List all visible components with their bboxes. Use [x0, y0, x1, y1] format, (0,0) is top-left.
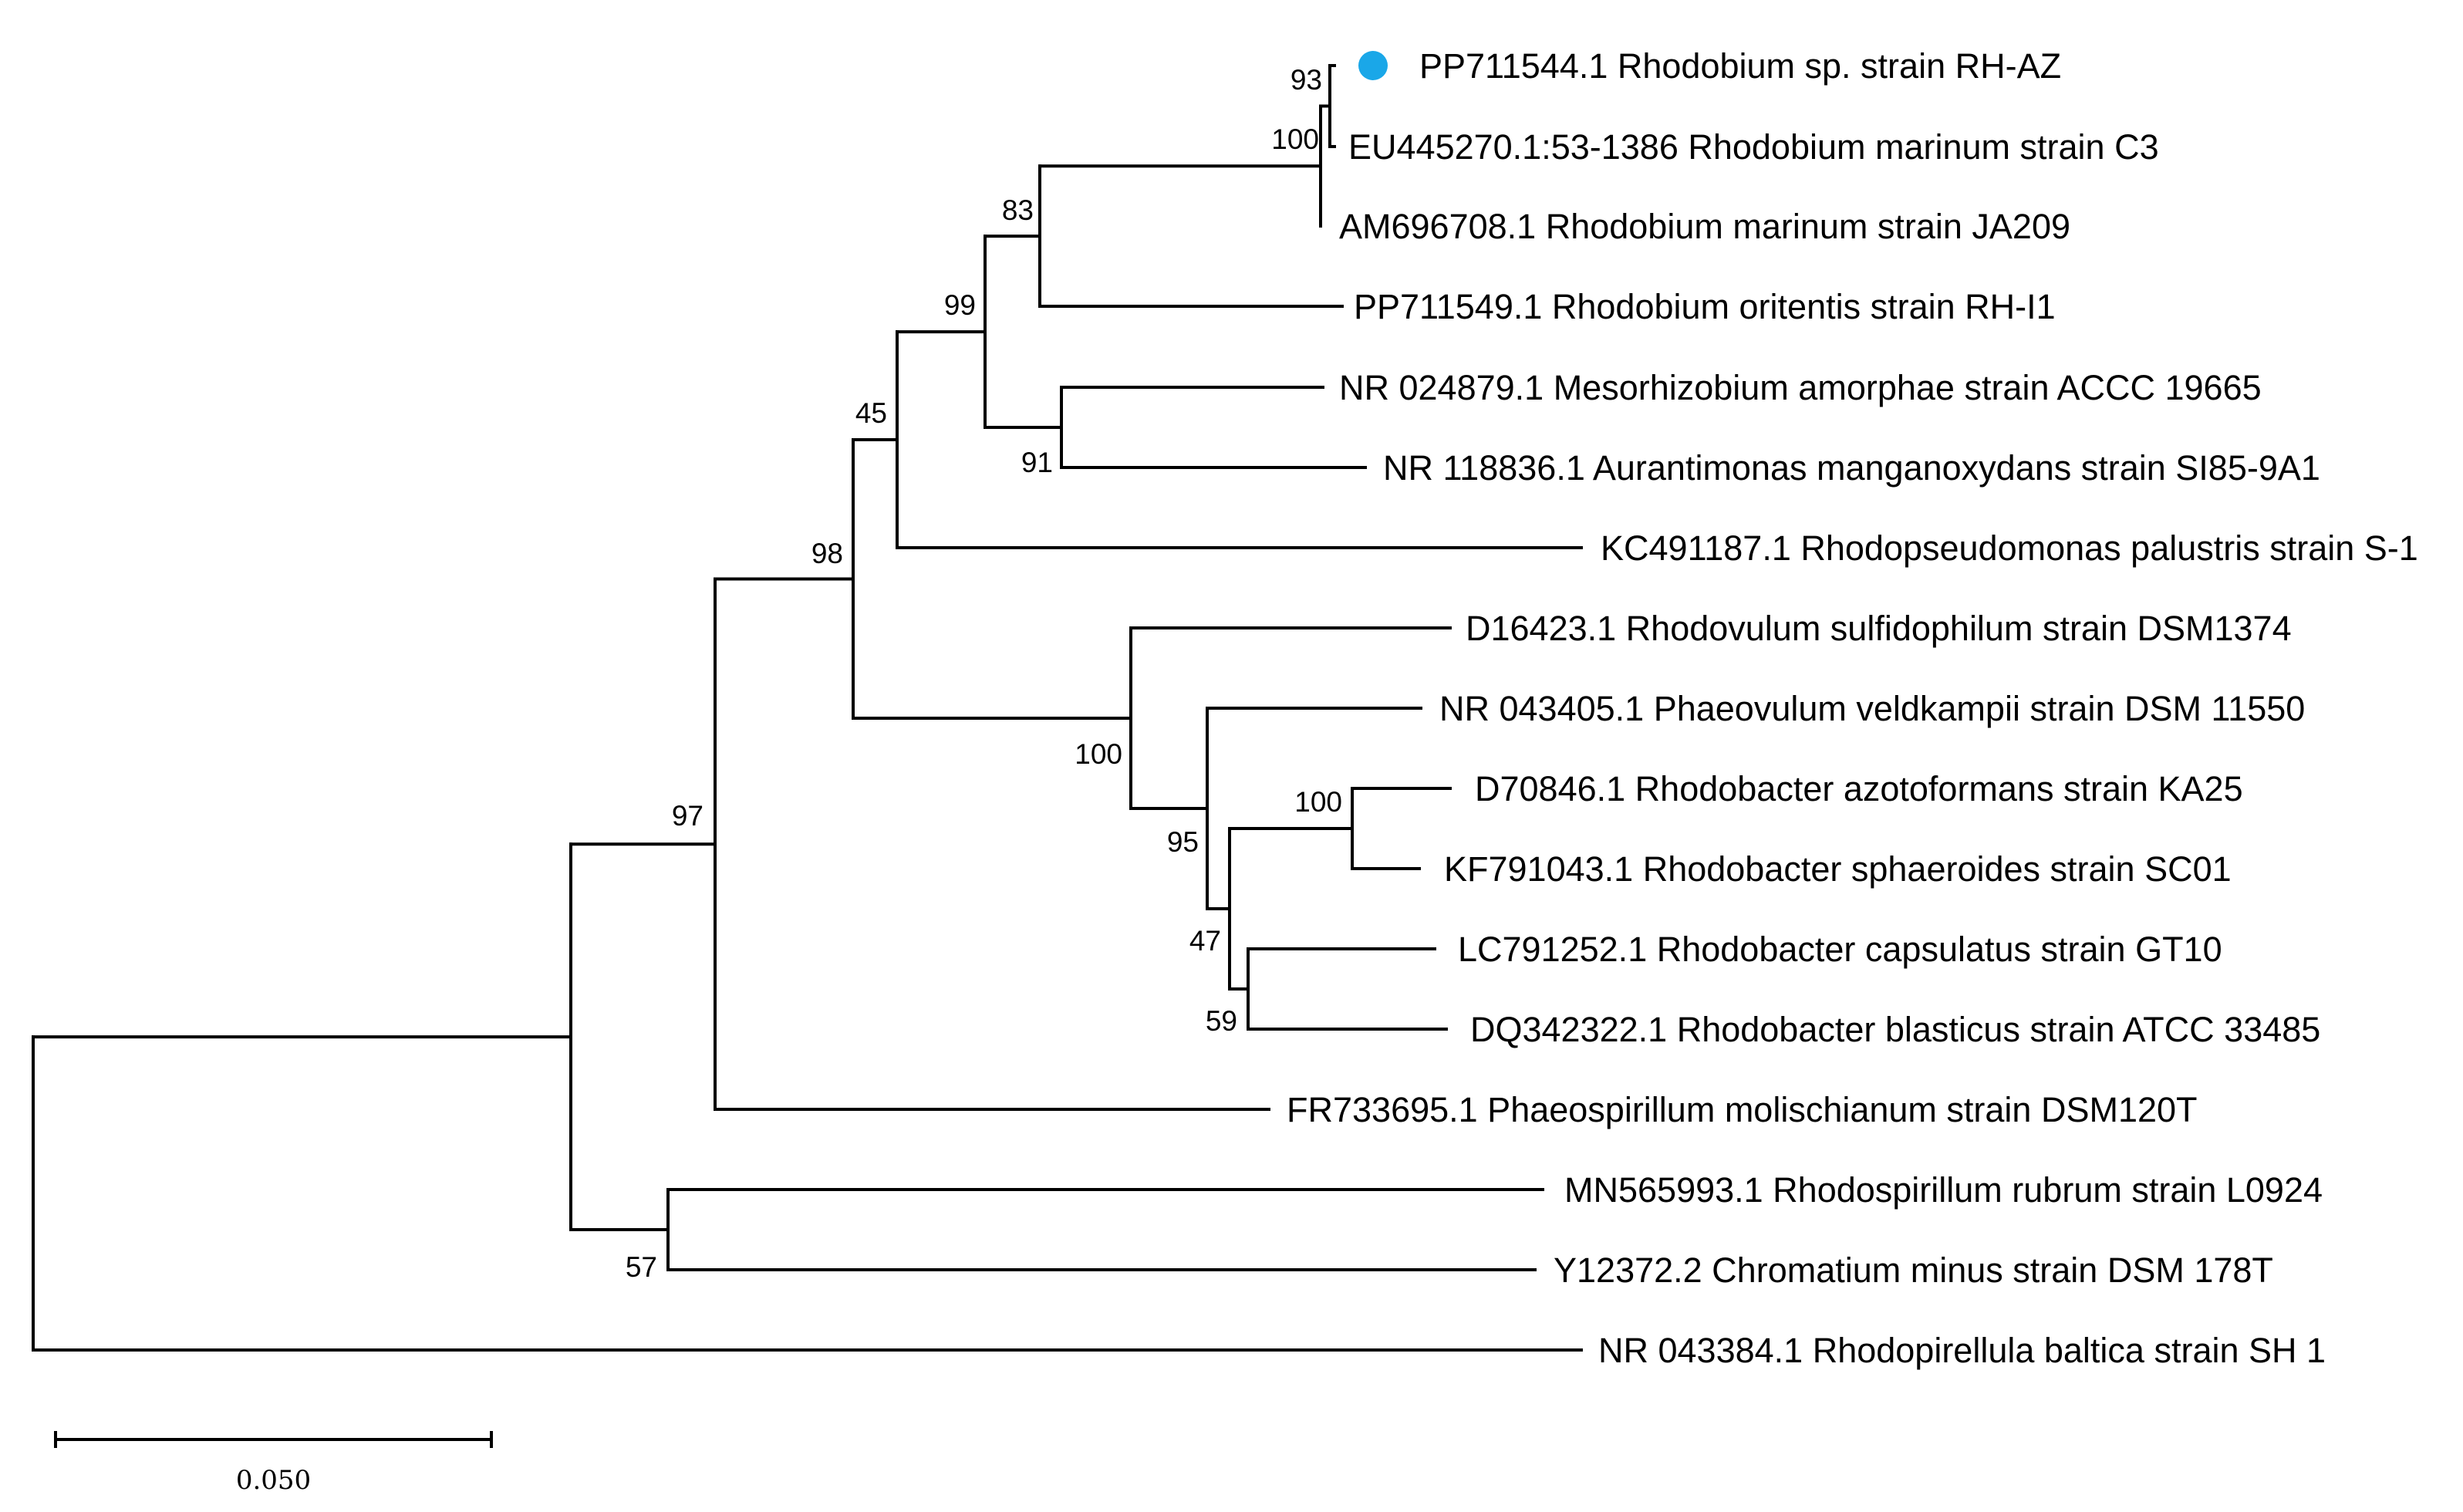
- highlight-marker: [1358, 51, 1388, 80]
- taxon-label-0: PP711544.1 Rhodobium sp. strain RH-AZ: [1419, 46, 2061, 86]
- taxon-label-10: KF791043.1 Rhodobacter sphaeroides strai…: [1444, 849, 2232, 889]
- marker-layer: [1358, 51, 1388, 80]
- taxon-label-13: FR733695.1 Phaeospirillum molischianum s…: [1287, 1090, 2198, 1129]
- taxon-label-15: Y12372.2 Chromatium minus strain DSM 178…: [1554, 1250, 2273, 1290]
- taxon-label-2: AM696708.1 Rhodobium marinum strain JA20…: [1339, 207, 2070, 246]
- taxon-label-11: LC791252.1 Rhodobacter capsulatus strain…: [1458, 930, 2222, 969]
- bootstrap-value-5: 45: [855, 397, 887, 429]
- bootstrap-value-3: 99: [944, 289, 976, 321]
- bootstrap-value-9: 100: [1294, 786, 1342, 818]
- taxon-label-1: EU445270.1:53-1386 Rhodobium marinum str…: [1348, 127, 2159, 167]
- scale-bar-label: 0.050: [236, 1465, 311, 1496]
- bootstrap-value-11: 59: [1206, 1005, 1237, 1037]
- taxon-label-3: PP711549.1 Rhodobium oritentis strain RH…: [1354, 287, 2056, 326]
- tree-branches: [32, 64, 1583, 1352]
- bootstrap-value-2: 83: [1002, 194, 1034, 226]
- bootstrap-value-6: 98: [811, 538, 843, 569]
- scale-bar: 0.050: [54, 1431, 493, 1496]
- taxon-label-16: NR 043384.1 Rhodopirellula baltica strai…: [1598, 1331, 2326, 1370]
- taxon-label-5: NR 118836.1 Aurantimonas manganoxydans s…: [1383, 448, 2320, 488]
- bootstrap-value-0: 93: [1291, 64, 1322, 96]
- taxon-label-14: MN565993.1 Rhodospirillum rubrum strain …: [1564, 1170, 2323, 1210]
- bootstrap-value-13: 57: [626, 1251, 657, 1283]
- taxon-label-7: D16423.1 Rhodovulum sulfidophilum strain…: [1466, 609, 2292, 648]
- bootstrap-values: 93 100 83 99 91 45 98 100 95 100 47 59 9…: [626, 64, 1342, 1283]
- bootstrap-value-4: 91: [1021, 447, 1053, 478]
- bootstrap-value-10: 47: [1189, 925, 1221, 957]
- taxon-label-6: KC491187.1 Rhodopseudomonas palustris st…: [1601, 528, 2418, 568]
- taxon-label-4: NR 024879.1 Mesorhizobium amorphae strai…: [1339, 368, 2262, 407]
- bootstrap-value-8: 95: [1167, 826, 1199, 858]
- bootstrap-value-7: 100: [1075, 738, 1122, 770]
- bootstrap-value-12: 97: [672, 800, 703, 832]
- bootstrap-value-1: 100: [1271, 123, 1319, 155]
- taxon-label-8: NR 043405.1 Phaeovulum veldkampii strain…: [1439, 689, 2305, 728]
- taxon-labels: PP711544.1 Rhodobium sp. strain RH-AZ EU…: [1287, 46, 2418, 1370]
- taxon-label-12: DQ342322.1 Rhodobacter blasticus strain …: [1470, 1010, 2320, 1049]
- taxon-label-9: D70846.1 Rhodobacter azotoformans strain…: [1475, 769, 2243, 808]
